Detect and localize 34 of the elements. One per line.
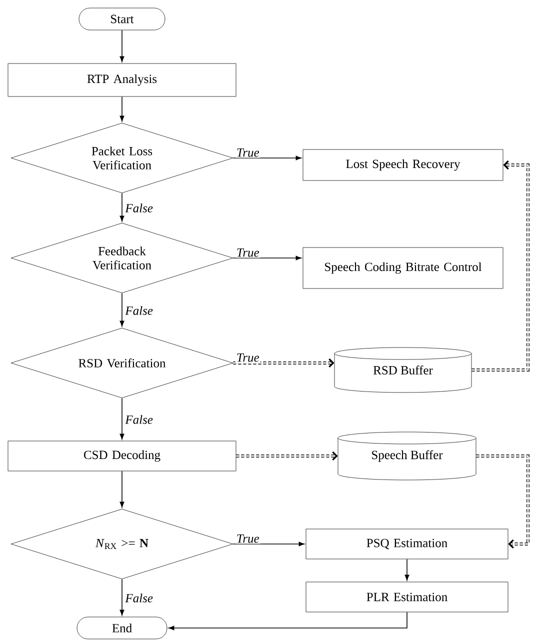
- edge-label: True: [235, 247, 260, 258]
- edge-label: False: [124, 202, 154, 214]
- edge-label: False: [124, 592, 154, 604]
- arrow: [120, 192, 124, 222]
- arrow: [120, 96, 124, 122]
- process-box: RTP Analysis: [8, 63, 236, 97]
- terminal-node: Start: [78, 8, 166, 30]
- edge-label: True: [235, 147, 260, 158]
- process-box: CSD Decoding: [8, 440, 236, 472]
- arrow: [168, 612, 408, 630]
- process-box: Speech Coding Bitrate Control: [302, 247, 504, 289]
- edge-label: False: [124, 305, 154, 316]
- arrow: [120, 578, 124, 616]
- edge-label: True: [235, 533, 260, 544]
- arrow: [120, 470, 124, 508]
- terminal-node: End: [76, 616, 168, 640]
- arrow: [120, 398, 124, 440]
- arrow: [476, 454, 530, 549]
- process-box: Lost Speech Recovery: [302, 149, 504, 181]
- buffer-cylinder: RSD Buffer: [334, 347, 472, 393]
- buffer-cylinder: Speech Buffer: [338, 432, 476, 480]
- arrow: [120, 292, 124, 326]
- process-box: PLR Estimation: [306, 582, 508, 612]
- arrow: [232, 156, 302, 160]
- arrow: [232, 542, 304, 546]
- arrow: [232, 256, 302, 260]
- arrow: [472, 160, 530, 372]
- arrow: [404, 558, 410, 580]
- edge-label: True: [235, 352, 260, 363]
- edge-label: False: [124, 414, 154, 425]
- arrow: [236, 451, 338, 461]
- process-box: PSQ Estimation: [306, 528, 508, 560]
- arrow: [233, 358, 334, 368]
- arrow: [120, 30, 124, 62]
